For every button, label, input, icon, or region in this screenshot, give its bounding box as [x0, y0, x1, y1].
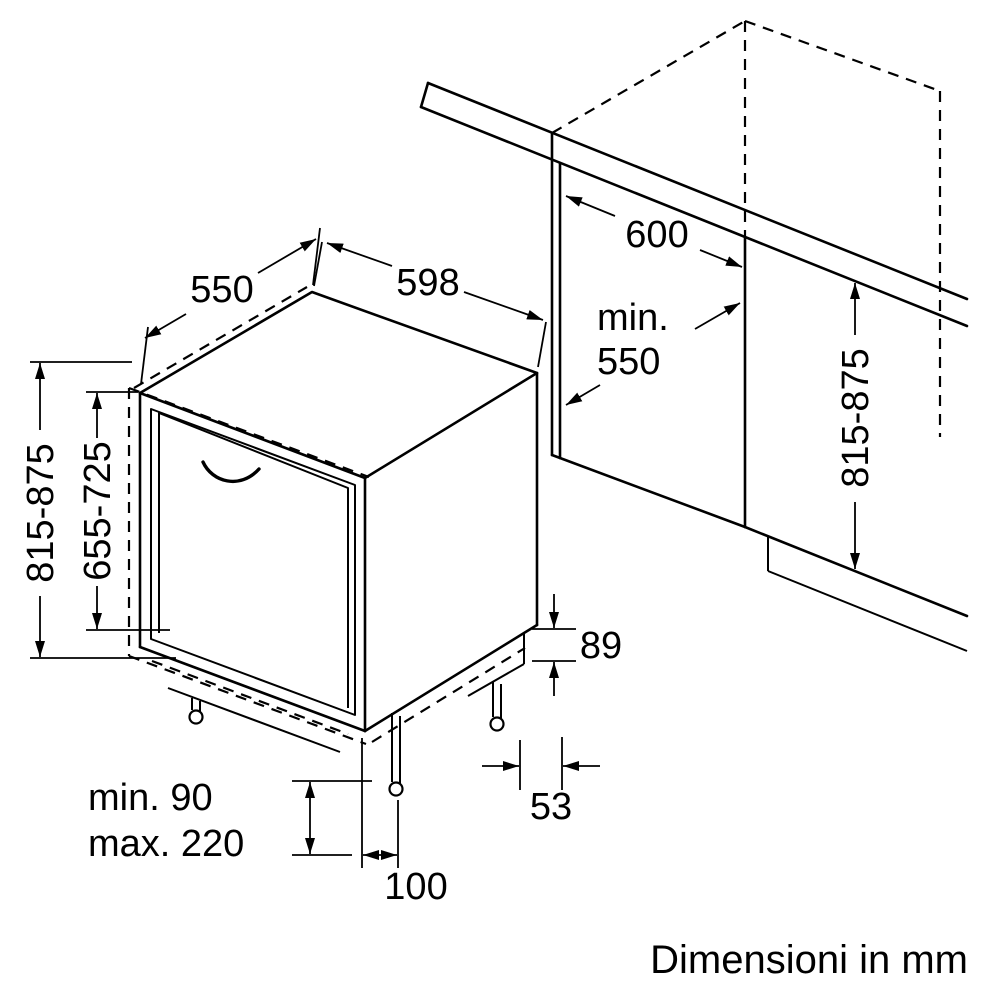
niche-back-top-left-dashed-edge [551, 20, 746, 134]
foot-pad [188, 709, 204, 725]
extension-line [312, 227, 321, 286]
dim-label-appliance-depth: 550 [190, 269, 253, 311]
niche-hidden-outline [551, 19, 942, 437]
right-cabinet-bottom-edge [743, 525, 969, 618]
dim-label-front-foot-inset: 100 [384, 866, 447, 908]
niche-back-top-dashed-edge [744, 19, 941, 93]
front-left-foot [188, 698, 204, 725]
extension-line [537, 321, 547, 368]
dim-niche-height: 815-875 [835, 283, 877, 569]
dimension-arrow [565, 384, 601, 406]
dim-label-niche-height: 815-875 [835, 348, 877, 487]
dimension-arrow [694, 302, 741, 330]
plinth-front-edge [167, 687, 341, 753]
rear-recess-bottom-edge [467, 663, 525, 697]
plinth-dashed-right-line [371, 647, 526, 743]
dim-niche-width: 600 [565, 195, 743, 268]
dishwasher-top-face [138, 290, 539, 480]
dim-niche-depth: min. 550 [565, 297, 741, 406]
dimension-arrow [326, 242, 393, 267]
dishwasher-right-bottom-edge [363, 623, 539, 733]
right-cabinet-plinth-edge [767, 570, 968, 652]
dim-label-plinth-max: max. 220 [88, 823, 244, 865]
dim-appliance-depth: 550 [140, 227, 321, 385]
dishwasher-feet [188, 681, 505, 797]
plinth-dashed-top-line [151, 659, 349, 736]
dim-label-door-panel-height: 655-725 [77, 441, 119, 580]
dim-label-rear-recess-height: 89 [580, 625, 622, 667]
dim-label-plinth-min: min. 90 [88, 777, 213, 819]
dimension-arrow [257, 238, 317, 274]
rear-foot [489, 681, 505, 732]
dim-label-appliance-height: 815-875 [20, 443, 62, 582]
dimension-arrow [463, 291, 544, 321]
front-right-foot [388, 713, 404, 797]
units-note: Dimensioni in mm [650, 938, 968, 982]
panel-dashed-top-edge [128, 386, 370, 479]
dim-door-panel-height: 655-725 [77, 391, 170, 631]
door-handle [201, 460, 261, 484]
extension-line [313, 241, 323, 287]
dimension-arrow [144, 313, 187, 339]
dim-label-appliance-width: 598 [396, 262, 459, 304]
extension-line [140, 326, 149, 385]
dim-label-rear-foot-inset: 53 [530, 786, 572, 828]
countertop [419, 81, 969, 328]
panel-dashed-top-depth-edge [133, 286, 308, 389]
dim-label-niche-depth-value: 550 [597, 341, 660, 383]
dishwasher-body [138, 290, 539, 733]
dishwasher-door [150, 408, 356, 716]
foot-pad [489, 716, 505, 732]
panel-dashed-bottom-edge [128, 654, 367, 746]
countertop-front-bottom-edge [419, 105, 969, 328]
niche-opening [550, 131, 969, 652]
dim-appliance-height: 815-875 [20, 361, 176, 659]
dishwasher-panel-outline-dashed [127, 286, 526, 746]
dim-label-niche-depth-prefix: min. [597, 297, 669, 339]
dim-rear-foot-inset: 53 [482, 737, 600, 828]
dim-label-niche-width: 600 [625, 214, 688, 256]
foot-pad [388, 781, 404, 797]
niche-floor-edge [550, 453, 747, 529]
dim-front-foot-inset: 100 [361, 738, 448, 908]
countertop-end-cap [419, 81, 430, 109]
door-panel-inner-line [158, 412, 349, 708]
dimension-arrow [699, 249, 743, 268]
dim-rear-recess-height: 89 [532, 594, 622, 696]
door-panel-outline [150, 408, 356, 716]
countertop-front-top-edge [426, 81, 969, 301]
dishwasher-plinth [167, 633, 525, 753]
dim-appliance-width: 598 [313, 241, 547, 368]
dishwasher-door-bottom-edge [138, 645, 367, 733]
dimension-arrow [565, 195, 616, 217]
dim-plinth-height: min. 90 max. 220 [88, 777, 372, 865]
